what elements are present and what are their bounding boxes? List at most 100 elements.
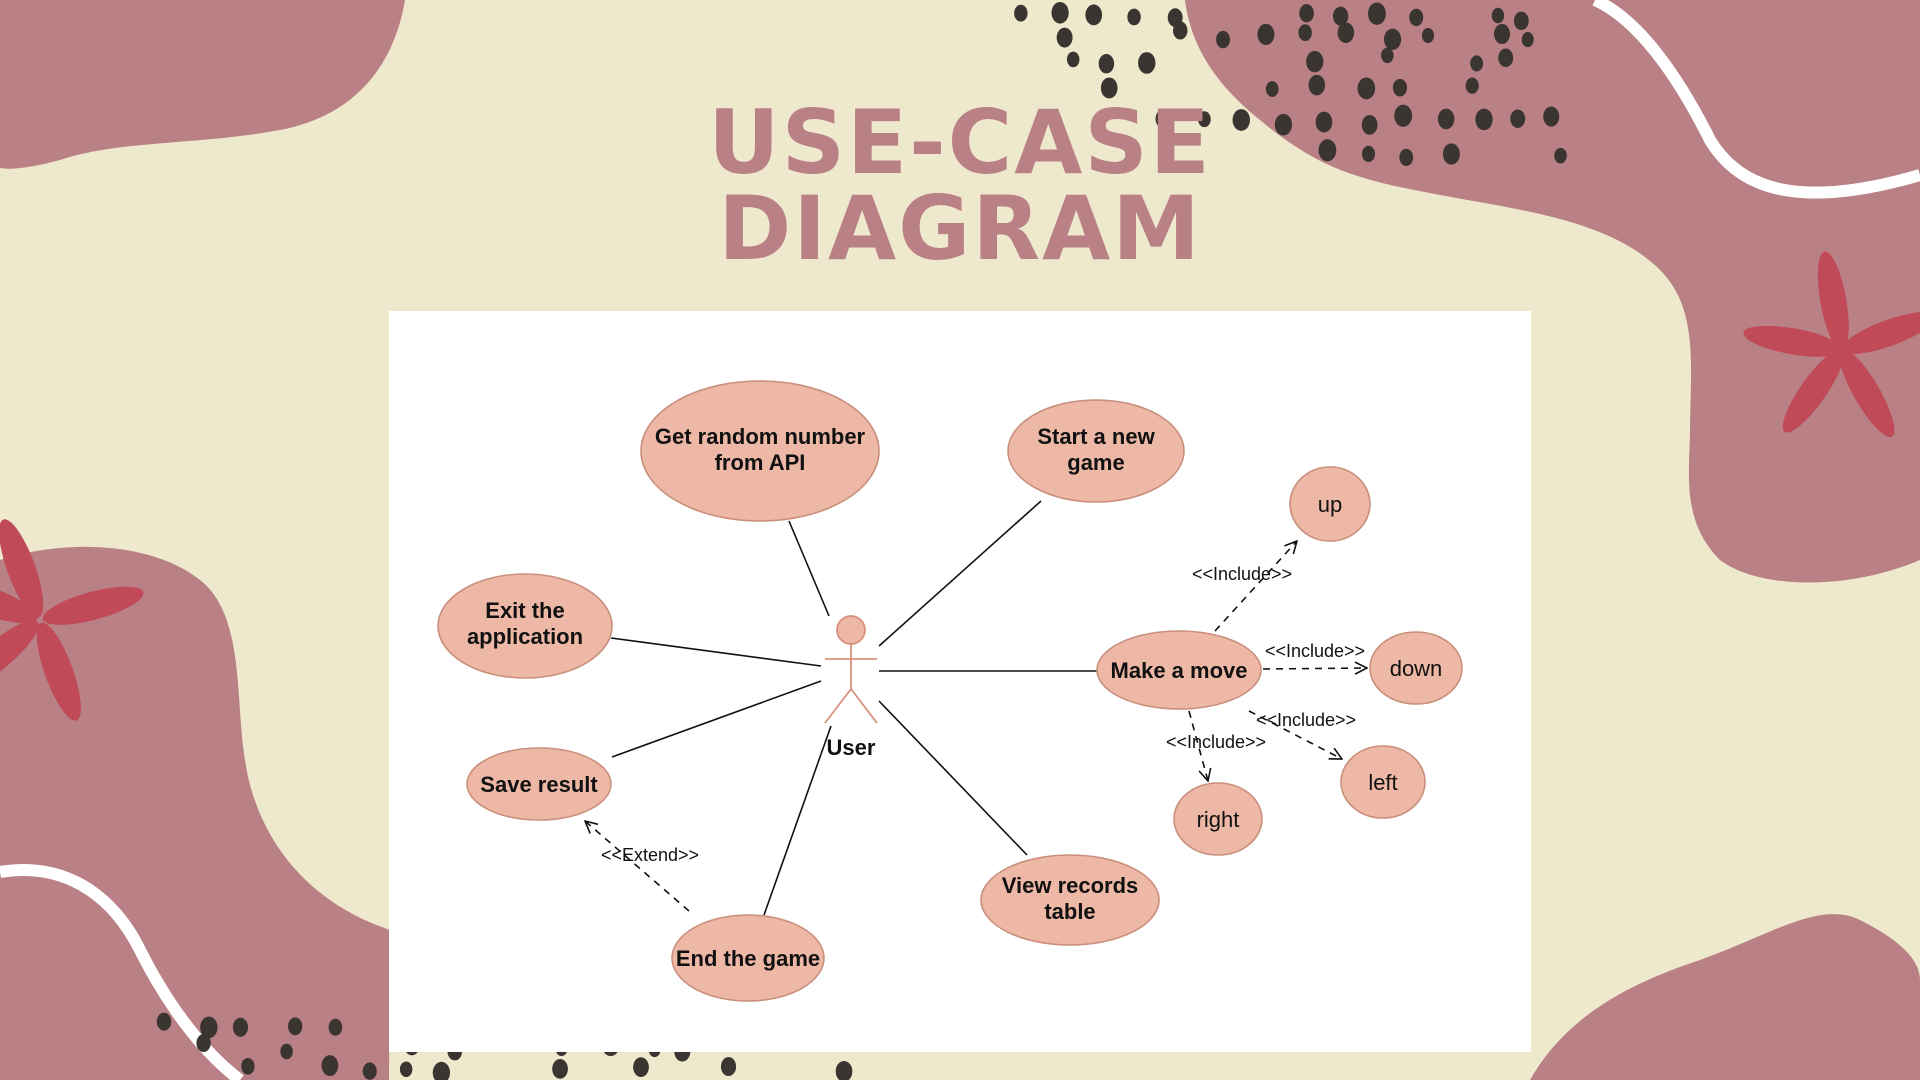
decor-dot: [1361, 115, 1378, 135]
usecase-exit-app-label-1: Exit the: [485, 598, 564, 623]
assoc-save-result: [611, 680, 822, 758]
decor-dot: [1066, 51, 1080, 68]
decor-dot: [1383, 28, 1402, 50]
flower-right: [1743, 251, 1920, 438]
decor-dot: [1521, 32, 1534, 48]
usecase-right-label: right: [1197, 807, 1240, 832]
assoc-view-records: [878, 700, 1028, 856]
usecase-up-ellipse: [1289, 466, 1371, 542]
decor-dot: [399, 1061, 413, 1078]
include-up-line: [1214, 541, 1297, 632]
usecase-make-move-label: Make a move: [1111, 658, 1248, 683]
include-left-label: <<Include>>: [1256, 710, 1356, 730]
decor-dot: [1543, 106, 1560, 127]
usecase-get-random-label-2: from API: [715, 450, 806, 475]
decor-dot: [1014, 4, 1028, 22]
white-swoosh-top-right: [1592, 0, 1920, 199]
decor-dot: [1056, 27, 1073, 48]
usecase-down-label: down: [1390, 656, 1443, 681]
include-down-line: [1262, 668, 1367, 669]
decor-dot: [280, 1043, 293, 1060]
usecase-exit-app-ellipse: [437, 573, 613, 679]
usecase-right-ellipse: [1173, 782, 1263, 856]
blob-bottom-left: [0, 868, 389, 1080]
decor-dot: [1394, 104, 1413, 127]
use-case-diagram: User Get random number from API Start a …: [437, 380, 1463, 1002]
decor-dot: [1127, 8, 1141, 26]
decor-dot: [196, 1034, 211, 1053]
usecase-exit-app-label-2: application: [467, 624, 583, 649]
include-down-label: <<Include>>: [1265, 641, 1365, 661]
decor-dot: [1475, 108, 1493, 131]
extend-save-line: [585, 821, 690, 912]
actor-user: [824, 615, 878, 724]
diagram-card: User Get random number from API Start a …: [389, 311, 1531, 1052]
usecase-save-result-ellipse: [466, 747, 612, 821]
decor-dot: [1337, 22, 1355, 44]
usecase-start-game-label-1: Start a new: [1037, 424, 1155, 449]
decor-dot: [328, 1018, 343, 1036]
decor-dot: [1318, 139, 1337, 162]
include-up-label: <<Include>>: [1192, 564, 1292, 584]
decor-dot: [1265, 81, 1279, 97]
usecase-get-random-label-1: Get random number: [655, 424, 866, 449]
decor-dot: [1442, 143, 1460, 165]
decor-dot: [720, 1057, 737, 1077]
decor-dot: [1098, 54, 1115, 74]
decor-dot: [1299, 4, 1314, 23]
actor-head: [836, 615, 866, 645]
usecase-make-move-ellipse: [1096, 630, 1262, 710]
decor-dot: [1392, 78, 1408, 97]
assoc-start-game: [878, 500, 1042, 647]
decor-dot: [552, 1059, 568, 1079]
decor-dot: [1470, 55, 1484, 72]
decor-dot: [1399, 148, 1414, 167]
extend-save-label: <<Extend>>: [601, 845, 699, 865]
usecase-view-records-ellipse: [980, 854, 1160, 946]
decor-dot: [1298, 24, 1312, 42]
decor-dot: [1051, 1, 1069, 24]
decor-dot: [1513, 11, 1529, 31]
decor-dot: [1357, 77, 1376, 100]
decor-dot: [432, 1061, 451, 1080]
decor-dot: [1306, 50, 1324, 73]
decor-dot: [241, 1057, 255, 1075]
usecase-end-game-ellipse: [671, 914, 825, 1002]
decor-dot: [1361, 145, 1376, 163]
include-left-line: [1248, 710, 1342, 759]
decor-dot: [1498, 48, 1514, 68]
page-title: USE-CASE DIAGRAM: [600, 91, 1320, 280]
decor-dot: [321, 1055, 339, 1077]
decor-dot: [288, 1017, 303, 1036]
usecase-get-random-ellipse: [640, 380, 880, 522]
include-right-label: <<Include>>: [1166, 732, 1266, 752]
usecase-start-game-ellipse: [1007, 399, 1185, 503]
usecase-down-ellipse: [1369, 631, 1463, 705]
decor-dot: [1198, 111, 1211, 128]
blob-top-right: [1185, 0, 1920, 583]
decor-dot: [1257, 23, 1275, 46]
usecase-left-ellipse: [1340, 745, 1426, 819]
usecase-save-result-label: Save result: [480, 772, 598, 797]
decor-dot: [1085, 4, 1103, 26]
title-line-2: DIAGRAM: [718, 177, 1202, 280]
decor-dot: [1216, 30, 1231, 49]
decor-dot: [1381, 47, 1394, 64]
decor-dot: [1315, 111, 1333, 133]
blob-bottom-right: [1530, 914, 1920, 1080]
decor-dot: [1491, 7, 1505, 24]
title-line-1: USE-CASE: [708, 91, 1212, 194]
decor-dot: [1308, 74, 1326, 96]
usecase-left-label: left: [1368, 770, 1397, 795]
decor-dot: [835, 1060, 853, 1080]
decor-dot: [633, 1057, 649, 1077]
actor-label: User: [827, 735, 876, 760]
decor-dot: [1274, 113, 1293, 136]
flower-left: [0, 519, 144, 721]
dots-top: [1014, 1, 1567, 167]
decor-dot: [200, 1016, 218, 1039]
decor-dot: [1332, 6, 1349, 26]
usecase-end-game-label: End the game: [676, 946, 820, 971]
decor-dot: [1465, 77, 1479, 94]
assoc-end-game: [763, 725, 832, 916]
